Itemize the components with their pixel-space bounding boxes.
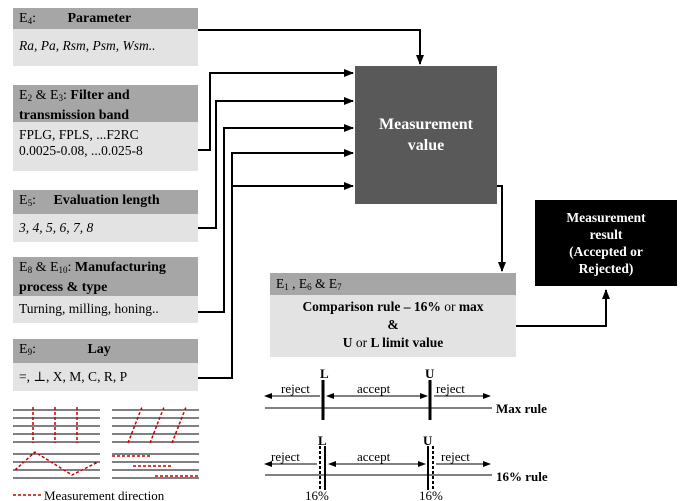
sixteen-percent-rule-diagram: reject accept reject L U 16% rule 16% 16… <box>264 433 548 501</box>
lay-box: E9: Lay =, ⊥, X, M, C, R, P <box>13 339 198 391</box>
max-L: L <box>320 366 329 381</box>
lay-pattern-zigzag <box>13 451 100 479</box>
parameter-header: E4: Parameter <box>13 8 198 32</box>
manufacturing-header: E8 & E10: Manufacturing process & type <box>13 257 198 296</box>
filter-values: FPLG, FPLS, ...F2RC 0.0025-0.08, ...0.02… <box>13 122 198 171</box>
rule16-accept: accept <box>357 449 391 464</box>
max-rule-diagram: reject accept reject L U Max rule <box>264 366 547 420</box>
rule16-pct-right: 16% <box>419 488 443 501</box>
rule16-U: U <box>423 433 433 448</box>
connector-arrows <box>198 29 610 379</box>
max-U: U <box>425 366 435 381</box>
rule16-pct-left: 16% <box>305 488 329 501</box>
measurement-result-box: Measurement result (Accepted or Rejected… <box>535 200 677 286</box>
rule16-reject-right: reject <box>441 449 470 464</box>
filter-header: E2 & E3: Filter and transmission band <box>13 85 198 123</box>
parameter-values: Ra, Pa, Rsm, Psm, Wsm.. <box>13 29 198 66</box>
legend-label: Measurement direction <box>44 488 165 501</box>
lay-pattern-cross <box>112 453 199 479</box>
lay-pattern-parallel <box>13 407 100 443</box>
comparison-rule-text: Comparison rule – 16% or max & U or L li… <box>270 295 516 357</box>
evaluation-values: 3, 4, 5, 6, 7, 8 <box>13 214 198 242</box>
max-reject-left: reject <box>281 381 310 396</box>
evaluation-box: E5: Evaluation length 3, 4, 5, 6, 7, 8 <box>13 190 198 242</box>
rule16-label: 16% rule <box>496 469 548 484</box>
parameter-box: E4: Parameter Ra, Pa, Rsm, Psm, Wsm.. <box>13 8 198 66</box>
evaluation-header: E5: Evaluation length <box>13 190 198 214</box>
manufacturing-values: Turning, milling, honing.. <box>13 296 198 323</box>
filter-box: E2 & E3: Filter and transmission band FP… <box>13 85 198 171</box>
max-rule-label: Max rule <box>496 401 547 416</box>
lay-values: =, ⊥, X, M, C, R, P <box>13 363 198 391</box>
comparison-header: E1 , E6 & E7 <box>270 273 516 299</box>
comparison-box: E1 , E6 & E7 Comparison rule – 16% or ma… <box>270 273 516 357</box>
max-reject-right: reject <box>436 381 465 396</box>
rule16-reject-left: reject <box>271 449 300 464</box>
lay-pattern-thumbnails <box>13 406 199 479</box>
rule16-L: L <box>318 433 327 448</box>
manufacturing-box: E8 & E10: Manufacturing process & type T… <box>13 257 198 323</box>
lay-header: E9: Lay <box>13 339 198 363</box>
max-accept: accept <box>357 381 391 396</box>
measurement-value-box: Measurement value <box>355 66 497 204</box>
lay-pattern-angled <box>112 406 199 444</box>
legend-measurement-direction: Measurement direction <box>13 488 165 501</box>
